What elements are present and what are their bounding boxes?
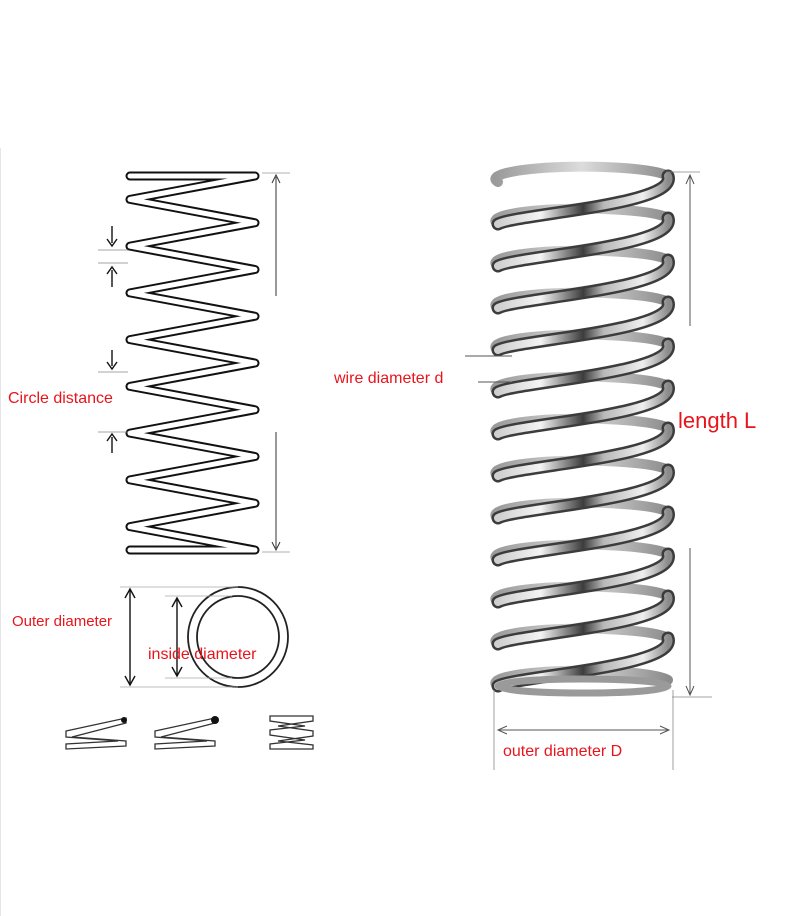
photo-length-arrow: [666, 171, 712, 698]
closed-end-spring-icon: [154, 716, 219, 750]
spring-coil-front: [494, 508, 673, 564]
spring-coil-front: [494, 214, 673, 270]
spring-coil-front: [494, 340, 673, 396]
steel-compression-spring-icon: [490, 161, 675, 697]
spring-coil-front: [494, 424, 673, 480]
spring-coil-front: [494, 382, 673, 438]
zigzag-spring-icon: [125, 171, 260, 555]
cross-section-ring-icon: [120, 586, 289, 688]
outer-diameter-d-label: outer diameter D: [503, 743, 623, 760]
inside-diameter-label: inside diameter: [148, 646, 257, 663]
inside-diameter-arrow: [171, 596, 183, 678]
spring-coil-back: [490, 161, 673, 187]
spring-coil-front: [494, 298, 673, 354]
wire-diameter-lines: [465, 355, 512, 383]
wire-diameter-label: wire diameter d: [334, 370, 444, 387]
outer-diameter-arrow: [124, 587, 136, 687]
schematic-length-arrow: [262, 172, 290, 553]
spring-end-coil: [494, 675, 672, 697]
ground-end-spring-icon: [269, 715, 314, 750]
spring-coil-front: [494, 172, 673, 228]
spring-coil-front: [494, 550, 673, 606]
spring-coil-front: [494, 256, 673, 312]
circle-distance-arrows: [98, 226, 128, 453]
outer-diameter-label: Outer diameter: [12, 613, 113, 630]
photo-outer-diameter-arrow: [493, 690, 674, 770]
open-end-spring-icon: [65, 717, 127, 750]
spring-coil-front: [494, 592, 673, 648]
length-label: length L: [678, 408, 757, 433]
page-edge-line: [0, 148, 1, 916]
circle-distance-label: Circle distance: [8, 390, 113, 407]
spring-coil-front: [494, 466, 673, 522]
